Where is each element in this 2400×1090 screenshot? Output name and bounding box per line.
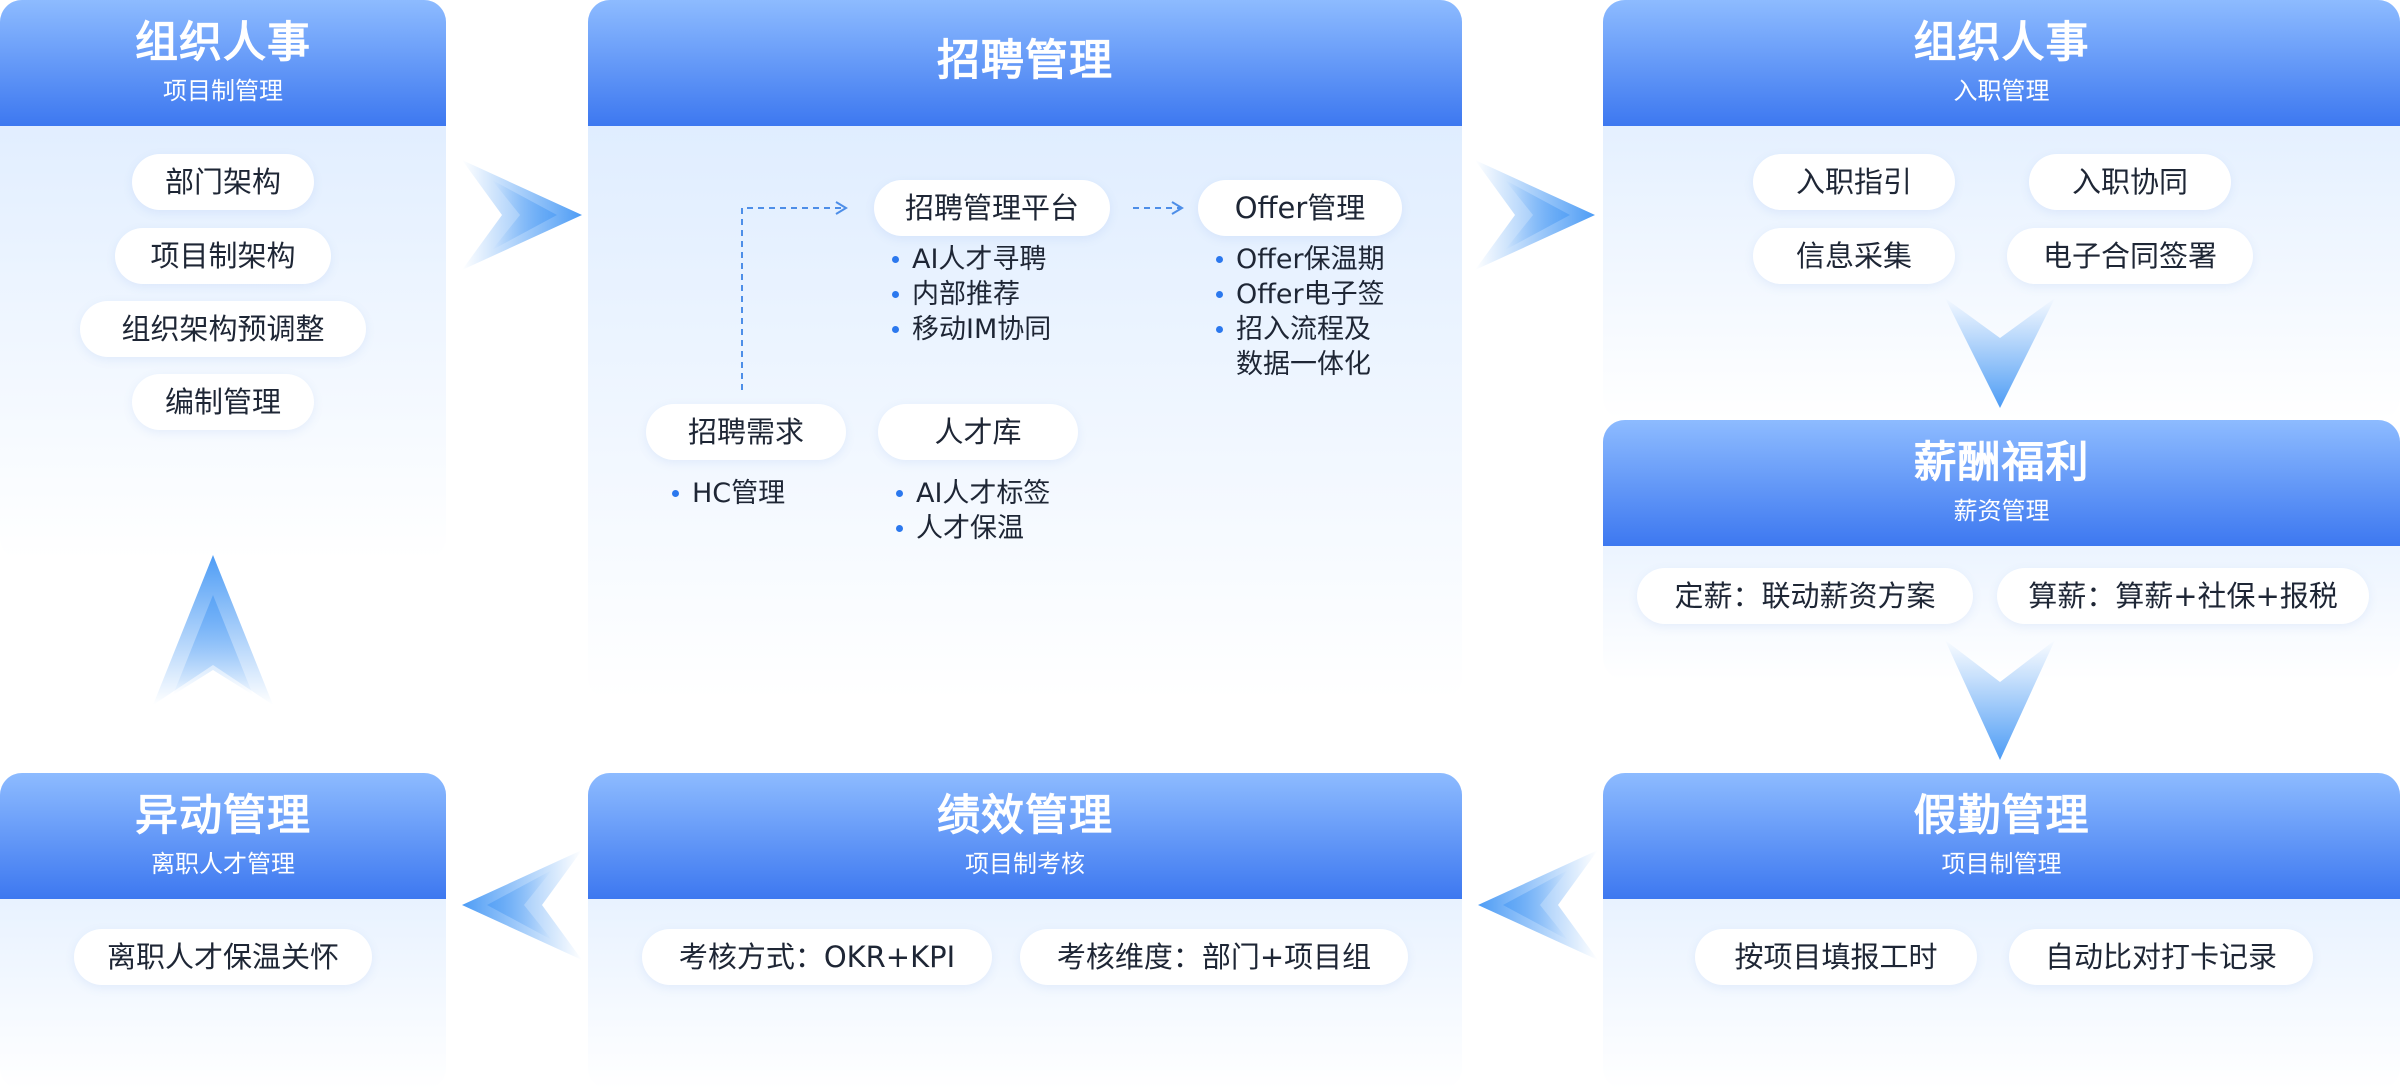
arrow-right-icon [462, 160, 582, 270]
offer-node: Offer管理 [1198, 180, 1402, 236]
clock-in-comparison: 自动比对打卡记录 [2009, 929, 2313, 985]
bullet-continuation: 数据一体化 [1236, 349, 1371, 380]
talent-pool-bullets: AI人才标签 人才保温 [894, 476, 1050, 546]
attendance-card: 假勤管理 项目制管理 按项目填报工时 自动比对打卡记录 [1603, 773, 2400, 1090]
e-contract-signing: 电子合同签署 [2007, 228, 2253, 284]
bullet-item: 人才保温 [894, 511, 1050, 546]
salary-calculation: 算薪：算薪+社保+报税 [1997, 568, 2369, 624]
onboarding-collab: 入职协同 [2029, 154, 2231, 210]
attendance-title: 假勤管理 [1913, 791, 2090, 841]
info-collection: 信息采集 [1753, 228, 1955, 284]
arrow-left-icon [462, 850, 582, 960]
performance-header: 绩效管理 项目制考核 [588, 773, 1462, 899]
bullet-item: 内部推荐 [890, 277, 1051, 312]
compensation-subtitle: 薪资管理 [1953, 497, 2050, 525]
onboarding-card: 组织人事 入职管理 入职指引 入职协同 信息采集 电子合同签署 [1603, 0, 2400, 420]
onboarding-guide: 入职指引 [1753, 154, 1955, 210]
compensation-card: 薪酬福利 薪资管理 定薪：联动薪资方案 算薪：算薪+社保+报税 [1603, 420, 2400, 680]
recruit-demand-node: 招聘需求 [646, 404, 846, 460]
talent-pool-node: 人才库 [878, 404, 1078, 460]
recruit-demand-bullets: HC管理 [670, 476, 785, 511]
transfer-title: 异动管理 [135, 791, 311, 841]
assessment-method: 考核方式：OKR+KPI [642, 929, 992, 985]
org-structure-card: 组织人事 项目制管理 部门架构 项目制架构 组织架构预调整 编制管理 [0, 0, 446, 560]
arrow-up-icon [153, 555, 273, 705]
org-item-department: 部门架构 [132, 154, 314, 210]
transfer-subtitle: 离职人才管理 [151, 850, 295, 878]
org-structure-title: 组织人事 [135, 18, 311, 68]
attendance-header: 假勤管理 项目制管理 [1603, 773, 2400, 899]
org-item-project-structure: 项目制架构 [115, 228, 331, 284]
arrow-right-icon [1475, 160, 1595, 270]
recruitment-connectors [741, 201, 1184, 390]
performance-subtitle: 项目制考核 [965, 850, 1085, 878]
arrow-down-icon [1945, 640, 2055, 760]
org-item-pre-adjust: 组织架构预调整 [80, 301, 366, 357]
arrow-down-icon [1945, 298, 2055, 408]
transfer-header: 异动管理 离职人才管理 [0, 773, 446, 899]
offer-bullets: Offer保温期 Offer电子签 招入流程及 数据一体化 [1214, 242, 1385, 382]
bullet-item: AI人才标签 [894, 476, 1050, 511]
recruitment-header: 招聘管理 [588, 0, 1462, 126]
org-structure-subtitle: 项目制管理 [163, 77, 283, 105]
bullet-item: 移动IM协同 [890, 312, 1051, 347]
bullet-item: AI人才寻聘 [890, 242, 1051, 277]
offboarded-talent-care: 离职人才保温关怀 [74, 929, 372, 985]
onboarding-header: 组织人事 入职管理 [1603, 0, 2400, 126]
org-item-headcount: 编制管理 [132, 374, 314, 430]
salary-setting: 定薪：联动薪资方案 [1637, 568, 1973, 624]
org-structure-header: 组织人事 项目制管理 [0, 0, 446, 126]
attendance-subtitle: 项目制管理 [1941, 850, 2062, 878]
bullet-item: Offer电子签 [1214, 277, 1385, 312]
arrow-left-icon [1478, 850, 1598, 960]
bullet-item: HC管理 [670, 476, 785, 511]
bullet-item: Offer保温期 [1214, 242, 1385, 277]
compensation-title: 薪酬福利 [1913, 438, 2090, 488]
recruit-platform-node: 招聘管理平台 [874, 180, 1110, 236]
bullet-item: 招入流程及 [1214, 312, 1385, 347]
project-timesheet: 按项目填报工时 [1695, 929, 1977, 985]
performance-title: 绩效管理 [937, 791, 1113, 841]
onboarding-title: 组织人事 [1913, 18, 2090, 68]
recruit-platform-bullets: AI人才寻聘 内部推荐 移动IM协同 [890, 242, 1051, 347]
recruitment-title: 招聘管理 [937, 36, 1113, 86]
compensation-header: 薪酬福利 薪资管理 [1603, 420, 2400, 546]
transfer-card: 异动管理 离职人才管理 离职人才保温关怀 [0, 773, 446, 1090]
recruitment-card: 招聘管理 招聘管理平台 AI人才寻聘 内部推荐 移动IM协同 Offer管理 O… [588, 0, 1462, 700]
performance-card: 绩效管理 项目制考核 考核方式：OKR+KPI 考核维度：部门+项目组 [588, 773, 1462, 1090]
assessment-dimension: 考核维度：部门+项目组 [1020, 929, 1408, 985]
onboarding-subtitle: 入职管理 [1953, 77, 2050, 105]
